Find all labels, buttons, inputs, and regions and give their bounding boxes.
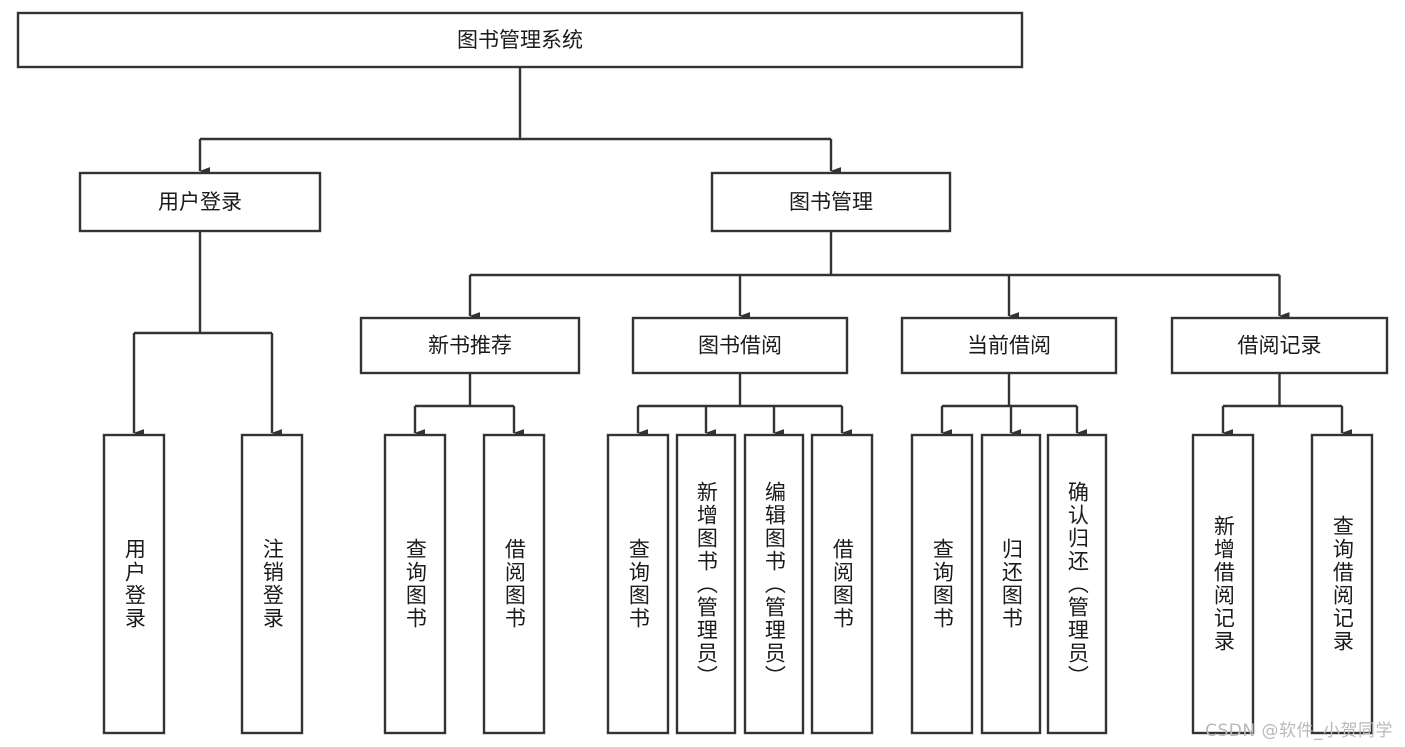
- node-leaf-return-book[interactable]: [980, 433, 1042, 735]
- node-leaf-user-login[interactable]: [102, 433, 166, 735]
- node-label-book-manage: 图书管理: [789, 190, 873, 214]
- node-book-borrow[interactable]: [631, 316, 849, 375]
- node-leaf-query-book-1[interactable]: [383, 433, 447, 735]
- node-leaf-borrow-book-2[interactable]: [810, 433, 874, 735]
- node-leaf-borrow-book-1[interactable]: [482, 433, 546, 735]
- node-box-layer: [16, 11, 1389, 735]
- node-label-root: 图书管理系统: [457, 28, 583, 52]
- node-leaf-edit-book[interactable]: [743, 433, 805, 735]
- node-label-new-book-recommend: 新书推荐: [428, 334, 512, 358]
- node-leaf-query-book-2[interactable]: [606, 433, 670, 735]
- node-leaf-confirm-return[interactable]: [1046, 433, 1108, 735]
- node-leaf-add-book[interactable]: [675, 433, 737, 735]
- node-label-current-borrow: 当前借阅: [967, 334, 1051, 358]
- node-label-book-borrow: 图书借阅: [698, 334, 782, 358]
- node-leaf-query-borrow-record[interactable]: [1310, 433, 1374, 735]
- node-user-login[interactable]: [78, 171, 322, 233]
- node-leaf-query-book-3[interactable]: [910, 433, 974, 735]
- connector-layer: [132, 67, 1353, 437]
- node-root[interactable]: [16, 11, 1024, 69]
- node-leaf-logout-login[interactable]: [240, 433, 304, 735]
- node-current-borrow[interactable]: [900, 316, 1118, 375]
- node-label-user-login: 用户登录: [158, 190, 242, 214]
- node-borrow-record[interactable]: [1170, 316, 1389, 375]
- watermark: CSDN @软件_小贺同学: [1205, 721, 1393, 741]
- node-leaf-add-borrow-record[interactable]: [1191, 433, 1255, 735]
- node-new-book-recommend[interactable]: [359, 316, 581, 375]
- node-label-borrow-record: 借阅记录: [1238, 334, 1322, 358]
- node-book-manage[interactable]: [710, 171, 952, 233]
